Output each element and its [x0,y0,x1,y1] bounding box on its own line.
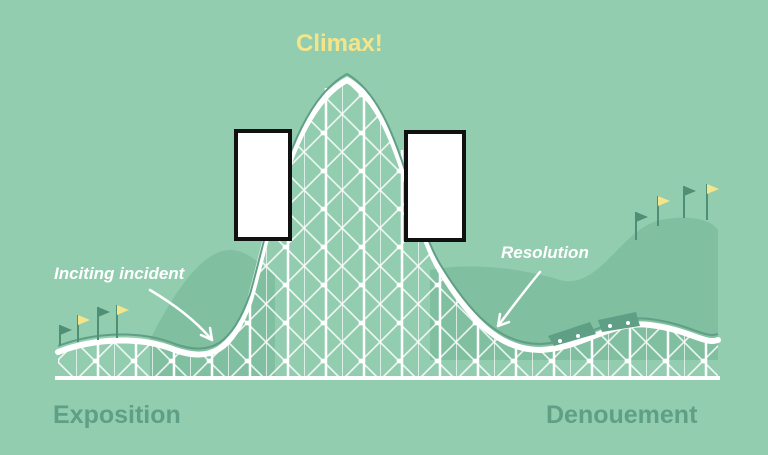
redaction-box-right [404,130,466,242]
coaster-cars [548,312,640,346]
resolution-arrow [496,270,542,328]
redaction-box-left [234,129,292,241]
flags-right [635,184,719,240]
flags-left [59,305,129,345]
inciting-arrow [148,288,214,342]
support-posts [96,88,708,378]
climax-label: Climax! [296,30,383,57]
coaster-track [55,76,721,358]
denouement-label: Denouement [546,401,698,429]
exposition-label: Exposition [53,401,181,429]
resolution-label: Resolution [501,243,589,262]
inciting-incident-label: Inciting incident [54,264,185,283]
